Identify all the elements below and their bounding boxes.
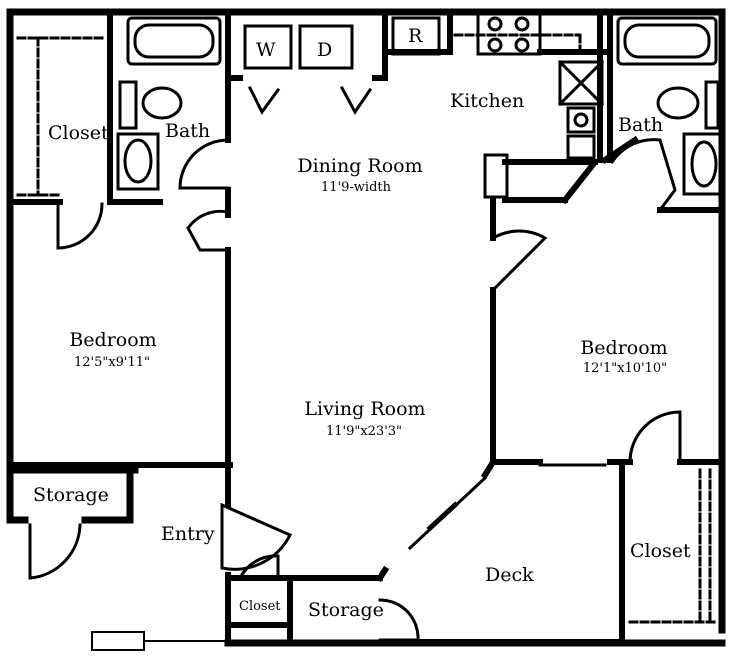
closet-right-label: Closet [630,540,691,562]
living-room-label: Living Room [304,398,426,420]
deck-outline [91,631,621,651]
bath-fixtures-left [116,80,183,191]
bathtub-left [126,16,222,66]
interior-walls [7,9,725,646]
laundry-appliances [243,16,441,70]
bath-fixtures-right [656,80,724,196]
refrigerator-label: R [408,25,423,47]
stove [476,12,542,56]
sliding-door [407,463,607,551]
storage-left-label: Storage [33,484,109,506]
living-room-size: 11'9"x23'3" [325,424,403,439]
storage-bottom-label: Storage [308,599,384,621]
bedroom-left-size: 12'5"x9'11" [73,355,151,370]
dining-room-label: Dining Room [297,155,423,177]
bedroom-right-label: Bedroom [580,337,668,359]
bath-right-label: Bath [618,114,664,136]
exterior-walls [6,8,726,647]
dryer-label: D [317,39,333,61]
bedroom-right-size: 12'1"x10'10" [582,361,668,376]
counter-end [483,153,509,199]
closet-small-label: Closet [239,599,281,614]
bath-left-label: Bath [165,120,211,142]
closet-left-label: Closet [48,122,109,144]
door-swings [28,85,682,642]
washer-label: W [256,39,276,61]
bathtub-right [616,16,718,66]
entry-label: Entry [161,523,215,545]
bedroom-left-label: Bedroom [69,329,157,351]
deck-label: Deck [485,564,534,586]
closet-shelves [16,33,717,624]
kitchen-label: Kitchen [450,90,525,112]
kitchen-sink-cabinet [557,59,605,160]
dining-room-size: 11'9-width [321,180,391,195]
